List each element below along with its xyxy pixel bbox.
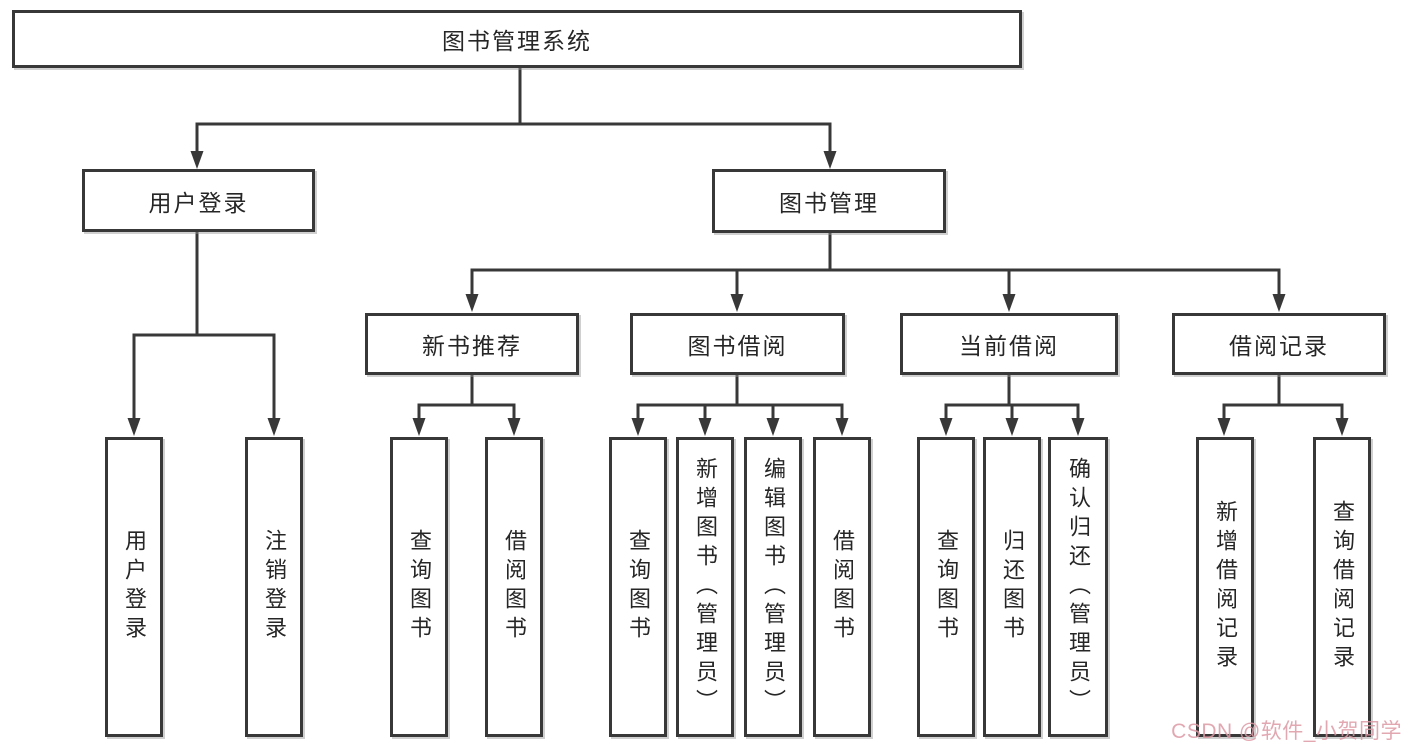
- node-book-borrow: 图书借阅: [630, 313, 845, 375]
- leaf-logout: 注销登录: [245, 437, 303, 737]
- node-label: 查询图书: [934, 529, 959, 645]
- leaf-add-books-admin: 新增图书（管理员）: [676, 437, 734, 737]
- node-label: 新增图书（管理员）: [693, 456, 718, 718]
- node-label: 确认归还（管理员）: [1066, 456, 1091, 718]
- node-label: 新书推荐: [422, 333, 522, 359]
- node-label: 借阅图书: [830, 529, 855, 645]
- leaf-return-books: 归还图书: [983, 437, 1041, 737]
- node-label: 查询图书: [407, 529, 432, 645]
- node-current-borrow: 当前借阅: [900, 313, 1118, 375]
- leaf-query-books-3: 查询图书: [917, 437, 975, 737]
- node-label: 图书管理: [779, 190, 879, 216]
- node-label: 图书管理系统: [442, 28, 592, 54]
- node-borrow-records: 借阅记录: [1172, 313, 1386, 375]
- node-label: 新增借阅记录: [1213, 500, 1238, 674]
- node-label: 编辑图书（管理员）: [761, 456, 786, 718]
- leaf-borrow-books-1: 借阅图书: [485, 437, 543, 737]
- node-new-book-recommend: 新书推荐: [365, 313, 579, 375]
- leaf-query-books-2: 查询图书: [609, 437, 667, 737]
- node-book-management: 图书管理: [712, 169, 946, 233]
- node-label: 借阅图书: [502, 529, 527, 645]
- node-label: 归还图书: [1000, 529, 1025, 645]
- node-library-management-system: 图书管理系统: [12, 10, 1022, 68]
- leaf-user-login: 用户登录: [105, 437, 163, 737]
- node-label: 当前借阅: [959, 333, 1059, 359]
- leaf-confirm-return-admin: 确认归还（管理员）: [1048, 437, 1108, 737]
- node-label: 用户登录: [148, 189, 249, 216]
- leaf-query-books-1: 查询图书: [390, 437, 448, 737]
- leaf-edit-books-admin: 编辑图书（管理员）: [744, 437, 802, 737]
- node-label: 用户登录: [122, 529, 147, 645]
- node-label: 图书借阅: [687, 333, 788, 359]
- node-label: 注销登录: [262, 529, 287, 645]
- node-user-login: 用户登录: [82, 169, 315, 232]
- leaf-query-borrow-record: 查询借阅记录: [1313, 437, 1371, 737]
- leaf-add-borrow-record: 新增借阅记录: [1196, 437, 1254, 737]
- csdn-watermark: CSDN @软件_小贺同学: [1171, 720, 1402, 743]
- leaf-borrow-books-2: 借阅图书: [813, 437, 871, 737]
- node-label: 查询图书: [626, 529, 651, 645]
- node-label: 查询借阅记录: [1330, 500, 1355, 674]
- node-label: 借阅记录: [1229, 333, 1329, 359]
